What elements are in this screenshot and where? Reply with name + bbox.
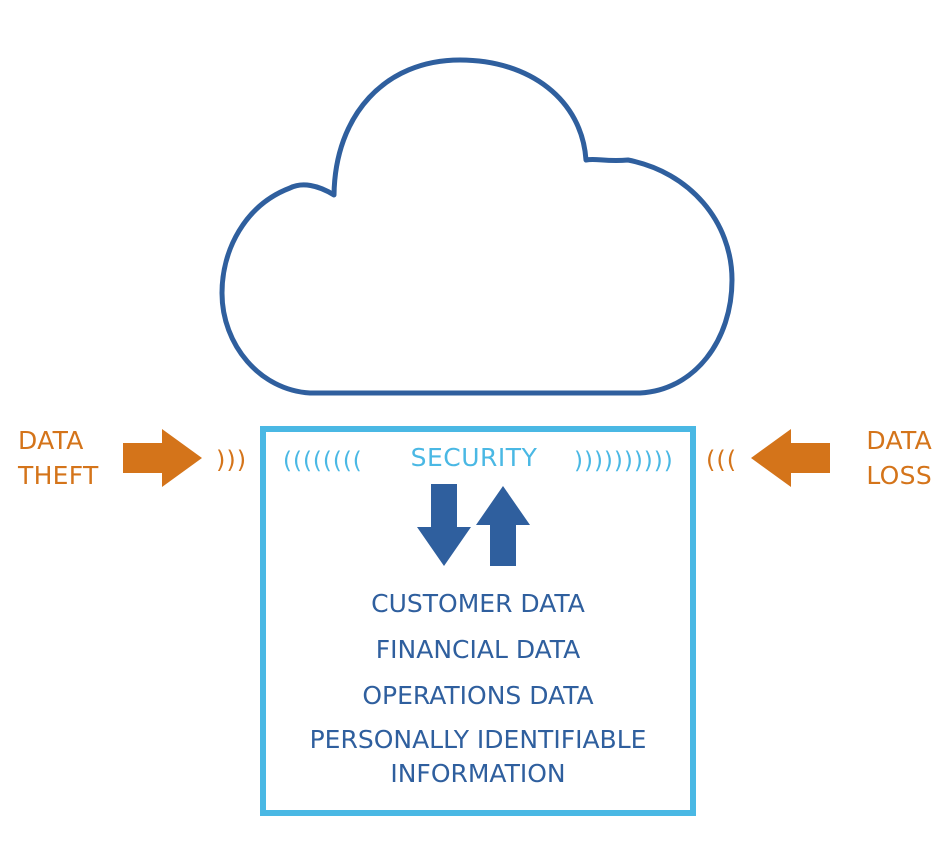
data-type-financial: FINANCIAL DATA bbox=[375, 635, 581, 664]
data-type-pii-line1: PERSONALLY IDENTIFIABLE bbox=[309, 725, 647, 754]
data-theft-label-line1: DATA bbox=[18, 426, 84, 455]
data-type-customer: CUSTOMER DATA bbox=[371, 589, 585, 618]
cloud-icon bbox=[219, 57, 735, 396]
data-theft-wave: ))) bbox=[216, 446, 248, 474]
data-type-pii-line2: INFORMATION bbox=[390, 759, 566, 788]
security-box bbox=[260, 426, 696, 816]
security-wave-right: )))))))))) bbox=[574, 448, 674, 474]
data-loss-label: DATA LOSS bbox=[810, 423, 932, 493]
data-loss-label-line1: DATA bbox=[866, 426, 932, 455]
data-loss-label-line2: LOSS bbox=[866, 461, 932, 490]
security-label: SECURITY bbox=[410, 443, 538, 472]
data-theft-label-line2: THEFT bbox=[18, 461, 99, 490]
data-theft-label: DATA THEFT bbox=[18, 423, 128, 493]
security-wave-left: (((((((( bbox=[283, 448, 363, 474]
data-loss-wave: ((( bbox=[706, 446, 738, 474]
data-type-operations: OPERATIONS DATA bbox=[362, 681, 594, 710]
arrow-left-icon bbox=[751, 429, 830, 487]
arrow-up-icon bbox=[476, 486, 530, 566]
arrow-down-icon bbox=[417, 484, 471, 566]
arrow-right-icon bbox=[123, 429, 202, 487]
